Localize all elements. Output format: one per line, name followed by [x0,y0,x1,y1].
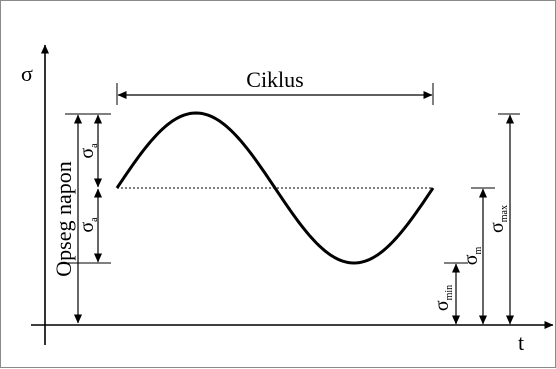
x-axis-label: t [518,330,524,355]
amplitude-upper-label: σa [76,143,100,159]
cycle-label: Ciklus [246,67,303,92]
amplitude-lower-label: σa [76,217,100,233]
sigma-m-label: σm [460,247,484,266]
y-axis-label: σ [21,61,33,86]
range-label: Opseg napon [51,161,76,276]
sigma-max-label: σmax [486,205,510,233]
sigma-min-label: σmin [431,285,455,311]
stress-waveform [115,111,435,265]
